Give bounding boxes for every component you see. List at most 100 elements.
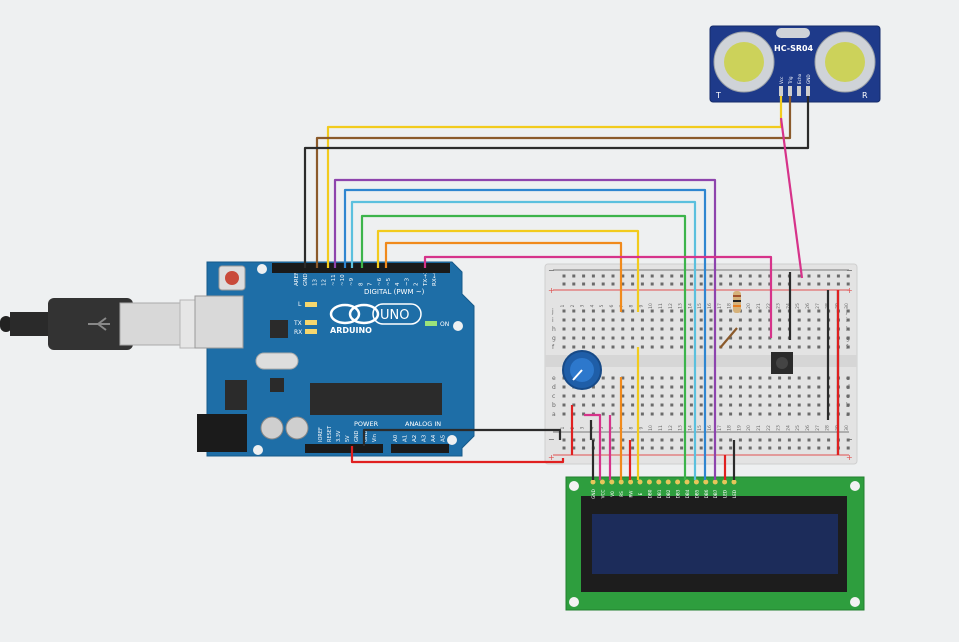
breadboard-hole[interactable] [709, 327, 713, 331]
breadboard-hole[interactable] [807, 403, 811, 407]
breadboard-hole[interactable] [611, 336, 615, 340]
breadboard-hole[interactable] [601, 385, 605, 389]
breadboard-hole[interactable] [768, 309, 772, 313]
breadboard-hole[interactable] [758, 385, 762, 389]
breadboard-hole[interactable] [601, 336, 605, 340]
breadboard-hole[interactable] [729, 446, 733, 450]
breadboard-hole[interactable] [660, 385, 664, 389]
breadboard-hole[interactable] [817, 446, 821, 450]
breadboard-hole[interactable] [611, 282, 615, 286]
breadboard-hole[interactable] [709, 394, 713, 398]
breadboard-hole[interactable] [729, 412, 733, 416]
breadboard-hole[interactable] [699, 394, 703, 398]
breadboard-hole[interactable] [689, 376, 693, 380]
breadboard-hole[interactable] [562, 318, 566, 322]
breadboard-hole[interactable] [768, 446, 772, 450]
breadboard-hole[interactable] [738, 403, 742, 407]
breadboard-hole[interactable] [631, 282, 635, 286]
breadboard-hole[interactable] [738, 318, 742, 322]
breadboard-hole[interactable] [758, 394, 762, 398]
breadboard-hole[interactable] [709, 403, 713, 407]
breadboard-hole[interactable] [650, 282, 654, 286]
breadboard-hole[interactable] [621, 385, 625, 389]
breadboard-hole[interactable] [640, 318, 644, 322]
breadboard-hole[interactable] [709, 446, 713, 450]
breadboard-hole[interactable] [640, 403, 644, 407]
breadboard-hole[interactable] [846, 309, 850, 313]
breadboard-hole[interactable] [562, 438, 566, 442]
breadboard-hole[interactable] [611, 274, 615, 278]
breadboard-hole[interactable] [846, 274, 850, 278]
breadboard-hole[interactable] [836, 282, 840, 286]
breadboard-hole[interactable] [846, 345, 850, 349]
breadboard-hole[interactable] [670, 345, 674, 349]
breadboard-hole[interactable] [689, 385, 693, 389]
breadboard-hole[interactable] [650, 345, 654, 349]
breadboard-hole[interactable] [582, 318, 586, 322]
breadboard-hole[interactable] [562, 446, 566, 450]
breadboard-hole[interactable] [797, 318, 801, 322]
breadboard-hole[interactable] [562, 282, 566, 286]
breadboard-hole[interactable] [797, 438, 801, 442]
breadboard-hole[interactable] [748, 446, 752, 450]
breadboard-hole[interactable] [797, 385, 801, 389]
breadboard-hole[interactable] [591, 274, 595, 278]
breadboard-hole[interactable] [787, 385, 791, 389]
breadboard-hole[interactable] [680, 385, 684, 389]
breadboard-hole[interactable] [778, 318, 782, 322]
breadboard-hole[interactable] [670, 282, 674, 286]
breadboard-hole[interactable] [797, 403, 801, 407]
breadboard-hole[interactable] [670, 309, 674, 313]
lcd-pin[interactable] [675, 479, 681, 485]
breadboard-hole[interactable] [778, 438, 782, 442]
breadboard-hole[interactable] [562, 394, 566, 398]
breadboard-hole[interactable] [562, 327, 566, 331]
breadboard-hole[interactable] [846, 282, 850, 286]
breadboard-hole[interactable] [699, 327, 703, 331]
breadboard-hole[interactable] [582, 327, 586, 331]
breadboard-hole[interactable] [807, 446, 811, 450]
breadboard-hole[interactable] [660, 403, 664, 407]
breadboard-hole[interactable] [670, 403, 674, 407]
breadboard-hole[interactable] [709, 336, 713, 340]
breadboard-hole[interactable] [797, 336, 801, 340]
breadboard-hole[interactable] [562, 345, 566, 349]
breadboard-hole[interactable] [660, 282, 664, 286]
breadboard-hole[interactable] [846, 394, 850, 398]
breadboard-hole[interactable] [738, 336, 742, 340]
breadboard-hole[interactable] [729, 403, 733, 407]
breadboard-hole[interactable] [621, 376, 625, 380]
breadboard-hole[interactable] [817, 394, 821, 398]
breadboard-hole[interactable] [797, 446, 801, 450]
breadboard-hole[interactable] [846, 412, 850, 416]
breadboard-hole[interactable] [621, 438, 625, 442]
breadboard-hole[interactable] [748, 318, 752, 322]
breadboard-hole[interactable] [719, 274, 723, 278]
breadboard-hole[interactable] [827, 282, 831, 286]
lcd-pin[interactable] [646, 479, 652, 485]
breadboard-hole[interactable] [611, 327, 615, 331]
breadboard-hole[interactable] [611, 446, 615, 450]
breadboard-hole[interactable] [591, 385, 595, 389]
breadboard-hole[interactable] [631, 274, 635, 278]
breadboard-hole[interactable] [807, 309, 811, 313]
breadboard-hole[interactable] [758, 438, 762, 442]
breadboard-hole[interactable] [640, 446, 644, 450]
breadboard-hole[interactable] [631, 412, 635, 416]
breadboard-hole[interactable] [582, 446, 586, 450]
breadboard-hole[interactable] [807, 376, 811, 380]
breadboard-hole[interactable] [768, 412, 772, 416]
breadboard-hole[interactable] [680, 327, 684, 331]
breadboard-hole[interactable] [631, 336, 635, 340]
breadboard-hole[interactable] [601, 412, 605, 416]
breadboard-hole[interactable] [807, 385, 811, 389]
breadboard-hole[interactable] [768, 327, 772, 331]
lcd-pin[interactable] [722, 479, 728, 485]
breadboard-hole[interactable] [680, 446, 684, 450]
breadboard-hole[interactable] [572, 394, 576, 398]
breadboard-hole[interactable] [689, 336, 693, 340]
breadboard-hole[interactable] [699, 376, 703, 380]
breadboard-hole[interactable] [680, 403, 684, 407]
